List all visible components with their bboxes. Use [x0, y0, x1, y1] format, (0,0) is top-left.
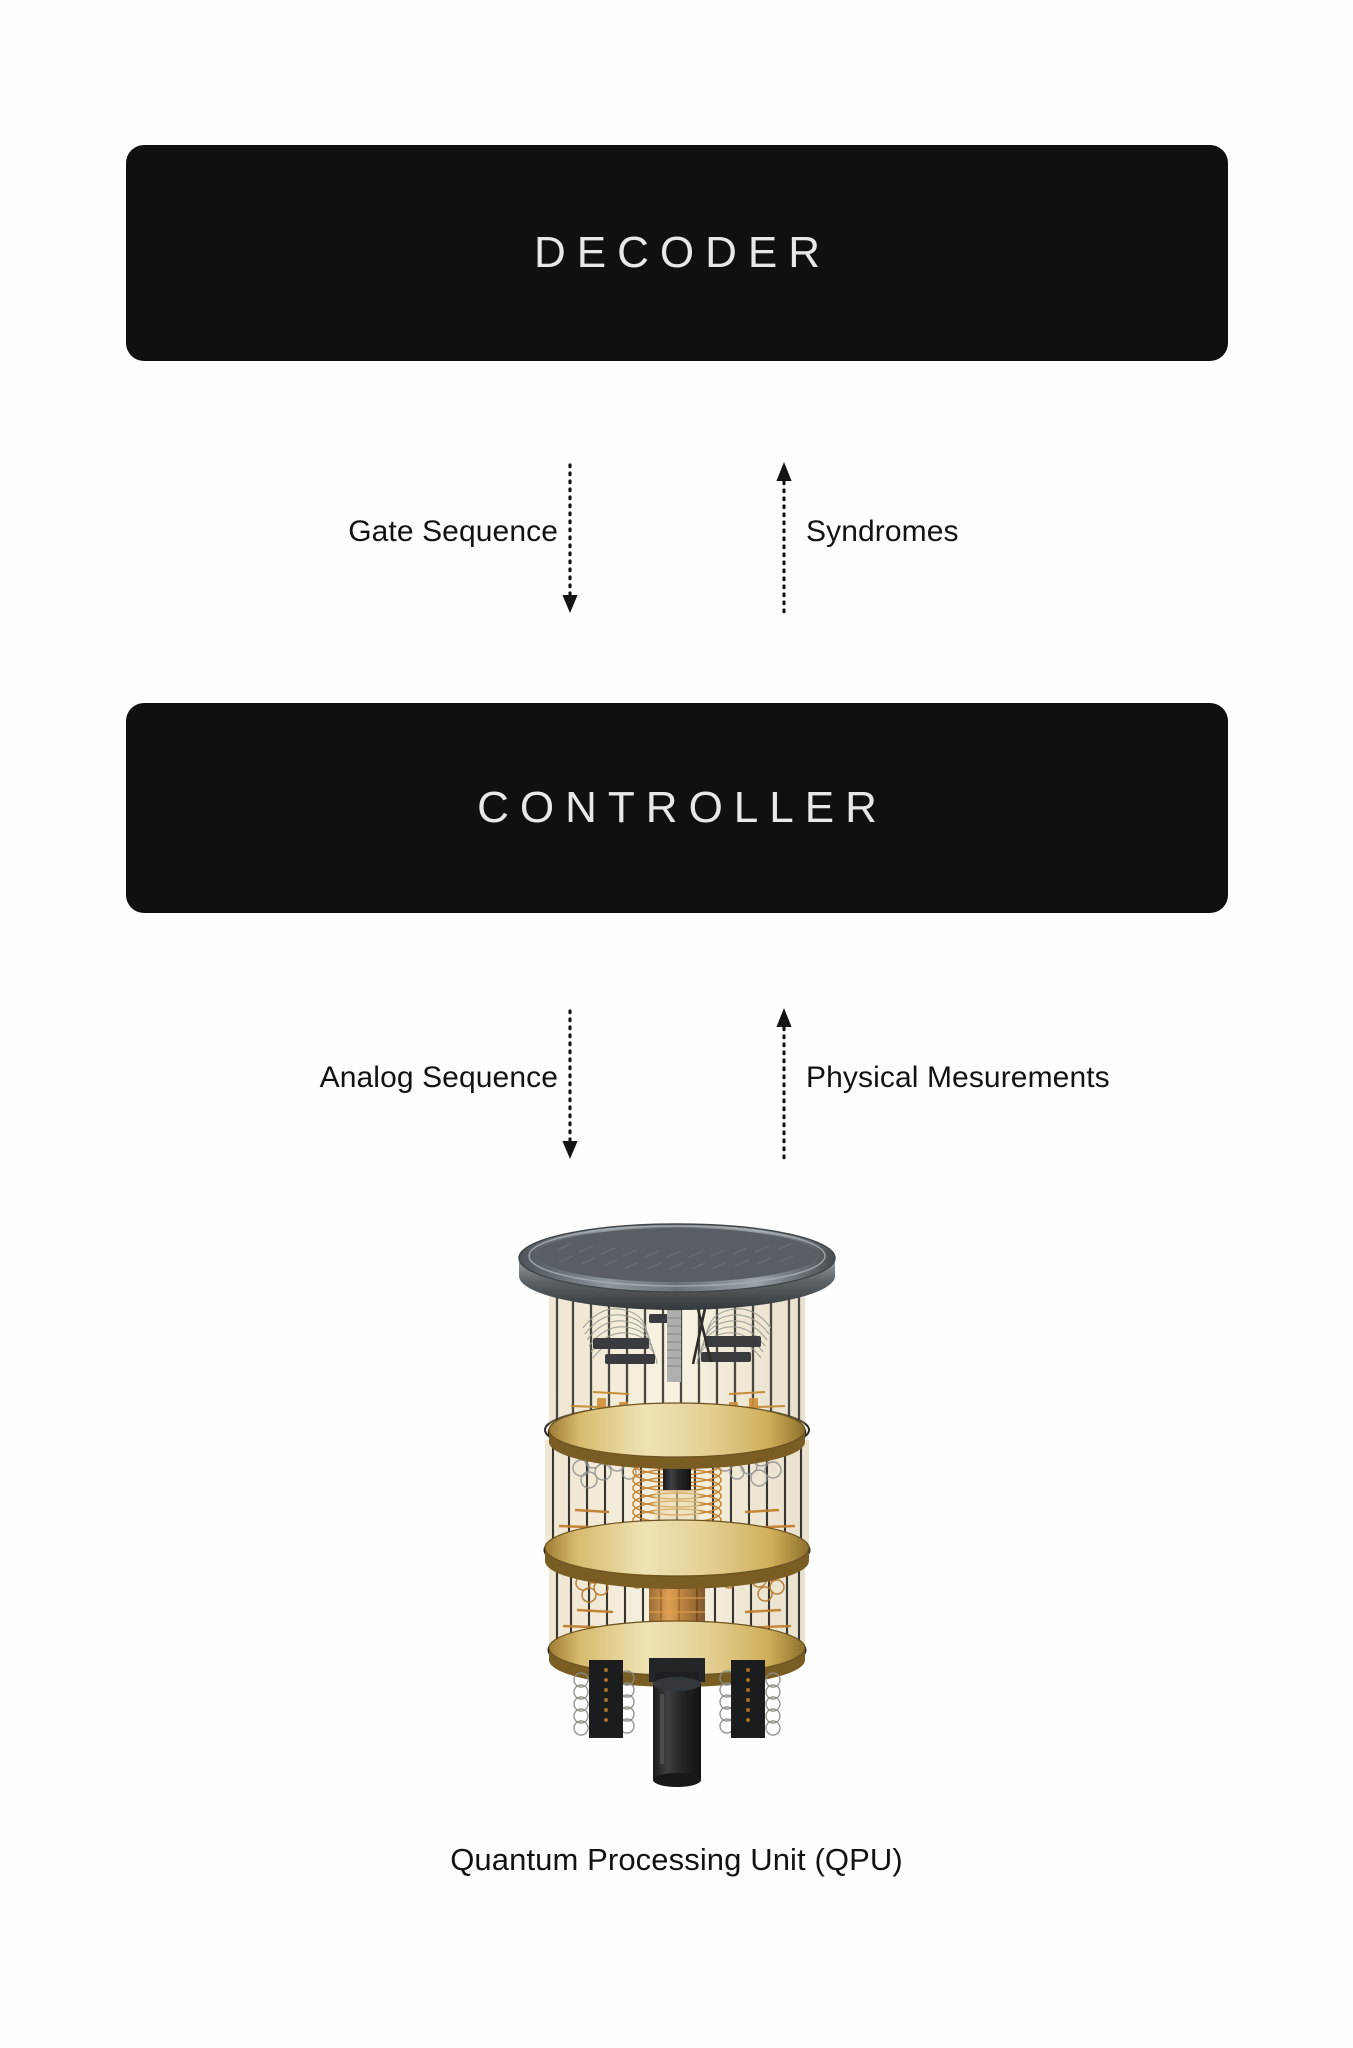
flow-controller-qpu: Analog Sequence Physical Mesurements [0, 1008, 1353, 1168]
dotted-arrow-up-icon [776, 462, 792, 614]
dotted-arrow-down-icon [562, 463, 578, 613]
decoder-block-label: DECODER [533, 228, 832, 277]
bottom-modules [572, 1658, 781, 1787]
decoder-block[interactable]: DECODER [126, 145, 1228, 361]
dotted-arrow-down-icon [562, 1009, 578, 1159]
controller-block-label: CONTROLLER [477, 783, 888, 832]
controller-block[interactable]: CONTROLLER [126, 703, 1228, 913]
dilution-refrigerator-photo [517, 1223, 836, 1787]
flow-label-physical-mesurements: Physical Mesurements [806, 1061, 1110, 1094]
flow-label-gate-sequence: Gate Sequence [348, 515, 558, 548]
flow-label-syndromes: Syndromes [806, 515, 959, 548]
qpu-caption: Quantum Processing Unit (QPU) [450, 1842, 903, 1877]
qpu-image-wrap [497, 1178, 857, 1818]
flow-decoder-controller: Gate Sequence Syndromes [0, 462, 1353, 622]
gold-plate-1 [547, 1402, 806, 1469]
gold-plate-2 [543, 1519, 810, 1589]
qpu-figure [0, 1178, 1353, 1878]
dotted-arrow-up-icon [776, 1008, 792, 1160]
flow-label-analog-sequence: Analog Sequence [319, 1061, 558, 1094]
top-steel-plate [517, 1223, 836, 1310]
